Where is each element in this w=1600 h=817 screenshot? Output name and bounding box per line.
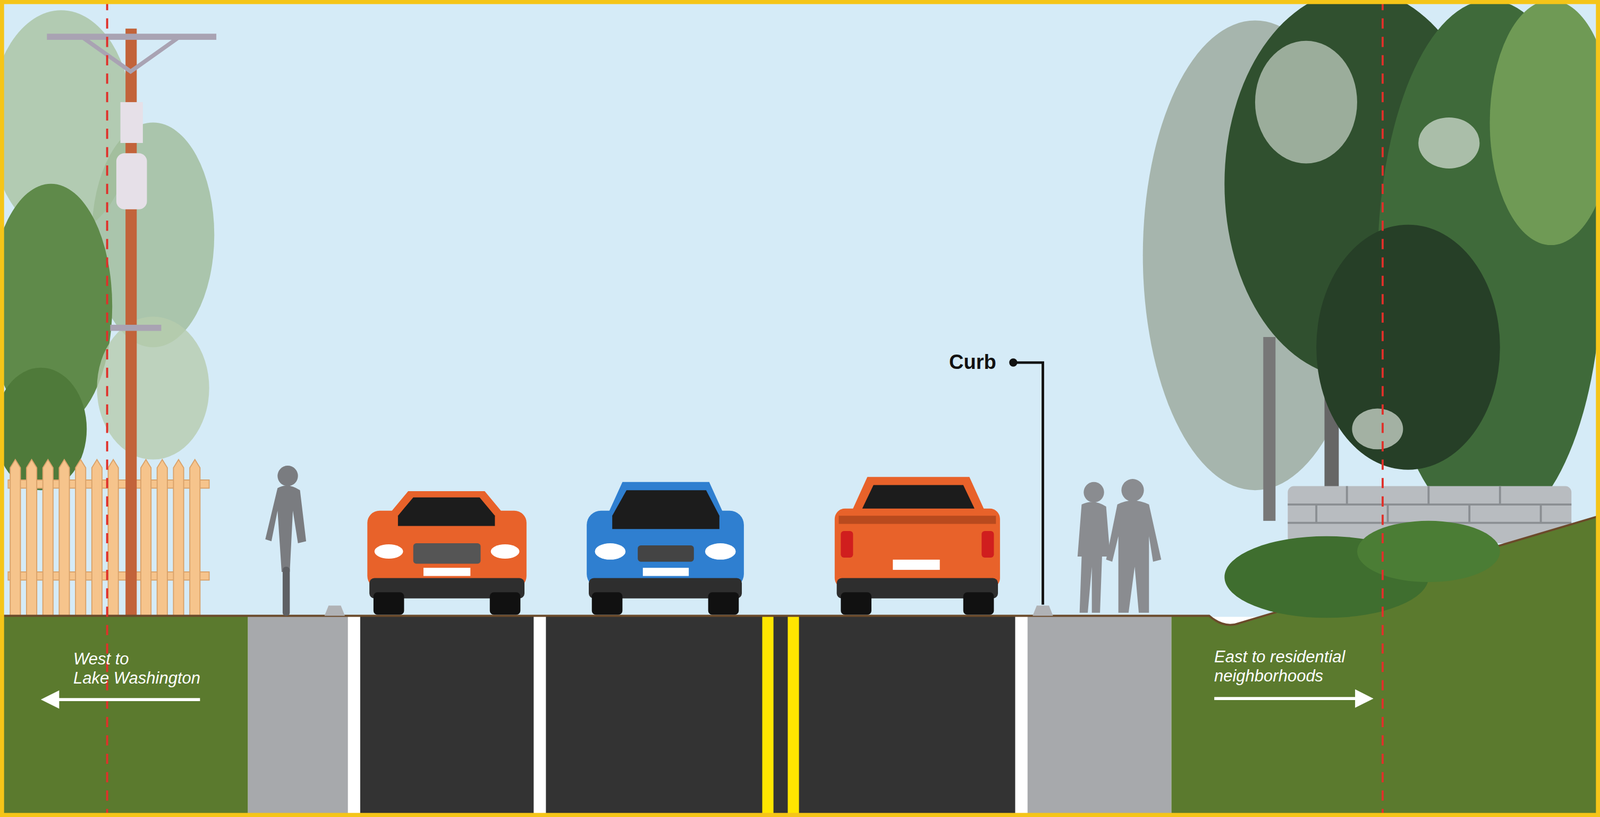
pedestrians-part — [1106, 500, 1162, 613]
picket-fence — [7, 459, 209, 616]
car-orange-front-part — [373, 591, 405, 615]
utility-pole-part — [116, 153, 148, 210]
property-lines-part — [1381, 0, 1384, 817]
car-blue-front — [586, 481, 744, 615]
car-blue-front-part — [705, 543, 736, 560]
ground-part — [1357, 520, 1501, 582]
direction-arrows — [40, 689, 1374, 709]
pickup-orange-rear-part — [892, 559, 940, 570]
direction-arrows-part — [1214, 696, 1364, 700]
curb-leader — [1009, 358, 1043, 605]
right-trees — [1143, 0, 1600, 531]
utility-pole-part — [46, 33, 217, 40]
right-trees-part — [1263, 336, 1276, 521]
picket-fence-part — [10, 459, 200, 616]
car-orange-front-part — [398, 497, 495, 527]
car-blue-front-part — [612, 489, 720, 529]
direction-arrows-part — [1355, 689, 1374, 708]
utility-pole-part — [109, 324, 162, 332]
pickup-orange-rear-part — [981, 530, 994, 558]
pickup-orange-rear-part — [840, 591, 872, 615]
pedestrians-part — [1077, 501, 1111, 613]
pickup-orange-rear-part — [862, 485, 975, 509]
car-blue-front-part — [637, 545, 694, 562]
ground-part — [0, 515, 1600, 625]
pedestrians-part — [1121, 478, 1144, 502]
callout-label: Curb — [949, 350, 997, 375]
pickup-orange-rear — [834, 476, 1001, 615]
right-trees-part — [1351, 408, 1403, 450]
pickup-orange-rear-part — [838, 515, 996, 524]
right-trees-part — [1490, 0, 1600, 245]
cyclist-part — [282, 566, 290, 616]
right-trees-part — [1316, 224, 1501, 470]
left-trees-part — [96, 316, 209, 460]
property-lines-part — [106, 0, 109, 817]
stone-wall-part — [1287, 486, 1572, 523]
ground-part — [248, 615, 349, 817]
car-blue-front-part — [595, 543, 626, 560]
ground-part — [1015, 615, 1028, 817]
pedestrians-part — [1083, 481, 1104, 503]
ground-part — [1027, 615, 1172, 817]
direction-note: West to Lake Washington — [73, 649, 217, 688]
pickup-orange-rear-part — [834, 508, 1001, 589]
ground — [0, 515, 1600, 817]
ground-part — [0, 615, 249, 817]
direction-arrows-part — [40, 690, 60, 709]
car-orange-front-part — [423, 567, 471, 576]
curbs — [324, 605, 1054, 616]
utility-pole — [46, 28, 217, 617]
ground-part — [762, 615, 774, 817]
pickup-orange-rear-part — [851, 476, 985, 511]
car-orange-front — [367, 490, 527, 615]
pickup-orange-rear-part — [840, 530, 853, 558]
property-lines — [107, 0, 1383, 817]
cyclist — [265, 465, 307, 616]
car-blue-front-part — [642, 567, 689, 576]
right-trees-part — [1418, 117, 1480, 169]
curbs-part — [324, 605, 345, 616]
ground-part — [787, 615, 799, 817]
car-blue-front-part — [708, 591, 740, 615]
ground-part — [533, 615, 546, 817]
pedestrians — [1077, 478, 1162, 613]
pickup-orange-rear-part — [963, 591, 995, 615]
car-blue-front-part — [591, 591, 623, 615]
car-orange-front-part — [489, 591, 521, 615]
cyclist-part — [265, 485, 307, 572]
car-orange-front-part — [413, 543, 481, 564]
curbs-part — [1032, 605, 1053, 616]
car-orange-front-part — [490, 544, 520, 559]
ground-part — [348, 615, 361, 817]
direction-arrows-part — [51, 697, 200, 701]
ground-part — [360, 615, 1016, 817]
utility-pole-part — [81, 36, 180, 72]
ground-part — [1171, 515, 1600, 817]
curb-leader-part — [1013, 362, 1044, 605]
car-orange-front-part — [374, 544, 404, 559]
direction-note: East to residential neighborhoods — [1214, 647, 1374, 685]
right-trees-part — [1255, 40, 1358, 164]
cyclist-part — [277, 465, 298, 486]
utility-pole-part — [120, 102, 143, 143]
